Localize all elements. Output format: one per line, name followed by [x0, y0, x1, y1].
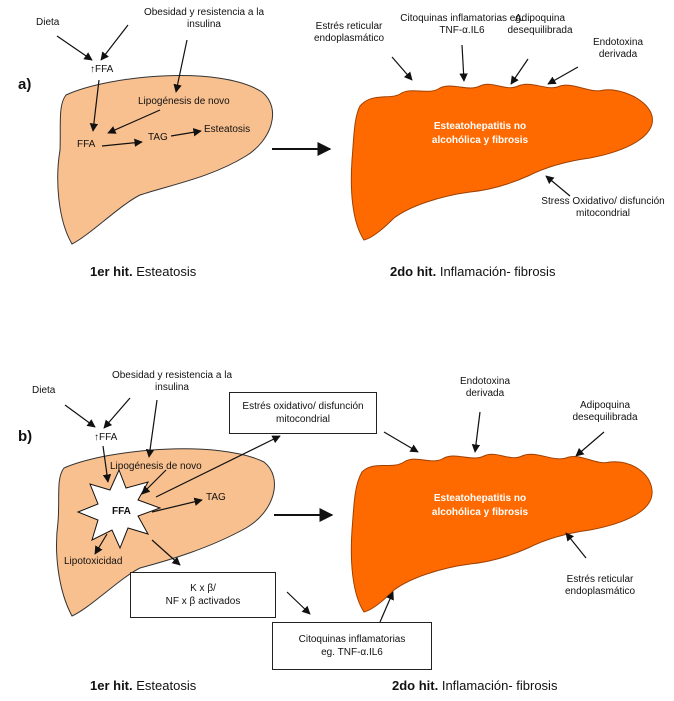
endotoxina-label-b: Endotoxina derivada	[459, 376, 511, 399]
lipotoxicidad-label-b: Lipotoxicidad	[64, 556, 123, 567]
arrow-estres-ox-to-liver-b	[383, 431, 419, 453]
citoquinas-l2-b: eg. TNF-α.IL6	[321, 647, 383, 658]
hit2-rest-b: Inflamación- fibrosis	[441, 678, 558, 693]
hit1-rest-b: Esteatosis	[136, 678, 197, 693]
nfxb-text-b: NF x β activados	[165, 596, 241, 607]
up-arrow-icon: ↑	[94, 432, 99, 443]
obesidad-label-a: Obesidad y resistencia a la insulina	[143, 7, 265, 30]
arrow-endotoxina-b	[471, 411, 481, 453]
arrow-endotoxina-a	[547, 66, 579, 85]
hit2-caption-a: 2do hit. Inflamación- fibrosis	[390, 264, 555, 279]
kxb-text-b: K x β/	[190, 583, 216, 594]
arrow-estres-reticular-a	[391, 56, 413, 81]
adipoquina-label-b: Adipoquina desequilibrada	[572, 400, 638, 423]
hit1-rest-a: Esteatosis	[136, 264, 197, 279]
lipogenesis-label-b: Lipogénesis de novo	[110, 461, 202, 472]
panel-a-letter: a)	[18, 76, 32, 93]
liver-shape-a	[57, 75, 273, 245]
arrow-citoquinas-a	[459, 44, 468, 82]
nash-label-b: Esteatohepatitis no alcohólica y fibrosi…	[431, 493, 529, 518]
arrow-stress-ox-a	[545, 175, 571, 197]
stress-ox-label-a: Stress Oxidativo/ disfunción mitocondria…	[541, 196, 665, 219]
estres-reticular-label-b: Estrés reticular endoplasmático	[564, 574, 636, 597]
hit2-bold-b: 2do hit.	[392, 678, 439, 693]
hit1-bold-a: 1er hit.	[90, 264, 133, 279]
arrow-burst-to-lipotoxicidad-b	[94, 533, 108, 555]
hit2-rest-a: Inflamación- fibrosis	[439, 264, 556, 279]
ffa-top-text-b: FFA	[99, 432, 118, 443]
arrow-lipogenesis-to-burst-b	[141, 469, 167, 495]
obesidad-label-b: Obesidad y resistencia a la insulina	[111, 370, 233, 393]
arrow-ffa-to-tag-a	[101, 138, 143, 147]
arrow-tag-to-esteatosis-a	[170, 128, 202, 137]
nash-label-a: Esteatohepatitis no alcohólica y fibrosi…	[431, 121, 529, 146]
arrow-adipoquina-b	[575, 431, 605, 457]
up-arrow-icon: ↑	[90, 64, 95, 75]
dieta-label-b: Dieta	[32, 385, 56, 396]
tag-label-a: TAG	[148, 132, 168, 143]
arrow-ffa-top-to-ffa-a	[89, 79, 100, 132]
arrow-estres-reticular-b	[565, 532, 587, 559]
arrow-adipoquina-a	[510, 58, 529, 85]
esteatosis-label-a: Esteatosis	[204, 124, 251, 135]
arrow-burst-to-tag-b	[151, 497, 203, 513]
arrow-dieta-to-ffa-b	[64, 404, 96, 428]
arrow-ffa-top-to-burst-b	[102, 445, 112, 483]
arrow-obesidad-to-ffa-a	[100, 24, 129, 61]
tag-label-b: TAG	[206, 492, 226, 503]
ffa-label-a: FFA	[77, 139, 96, 150]
ffa-burst-b	[76, 468, 162, 550]
ffa-top-label-a: ↑FFA	[90, 64, 113, 76]
arrow-burst-to-kxb-b	[151, 539, 181, 566]
arrow-kxb-to-citoquinas-b	[286, 591, 311, 615]
arrow-dieta-to-ffa-a	[56, 35, 93, 61]
kxb-box-b: K x β/ NF x β activados	[130, 572, 276, 618]
arrow-burst-to-estres-ox-b	[155, 435, 281, 498]
inflamed-liver-b	[350, 453, 653, 613]
hit1-caption-a: 1er hit. Esteatosis	[90, 264, 196, 279]
ffa-label-b: FFA	[112, 506, 131, 517]
estres-ox-text-b: Estrés oxidativo/ disfunción mitocondria…	[242, 401, 364, 425]
hit2-bold-a: 2do hit.	[390, 264, 437, 279]
estres-reticular-label-a: Estrés reticular endoplasmático	[313, 21, 385, 44]
arrow-obesidad-to-ffa-b	[103, 397, 131, 429]
inflamed-liver-a	[350, 83, 653, 241]
hit2-caption-b: 2do hit. Inflamación- fibrosis	[392, 678, 557, 693]
hit1-caption-b: 1er hit. Esteatosis	[90, 678, 196, 693]
estres-ox-box-b: Estrés oxidativo/ disfunción mitocondria…	[229, 392, 377, 434]
citoquinas-l1-b: Citoquinas inflamatorias	[298, 634, 406, 645]
arrow-citoquinas-to-liver-b	[379, 591, 394, 623]
adipoquina-label-a: Adipoquina desequilibrada	[507, 13, 573, 36]
hit1-bold-b: 1er hit.	[90, 678, 133, 693]
ffa-top-text-a: FFA	[95, 64, 114, 75]
endotoxina-label-a: Endotoxina derivada	[592, 37, 644, 60]
dieta-label-a: Dieta	[36, 17, 60, 28]
arrow-obesidad-to-lipogenesis-b	[145, 399, 158, 458]
arrow-lipogenesis-to-ffa-a	[107, 109, 161, 134]
ffa-top-label-b: ↑FFA	[94, 432, 117, 444]
panel-b-letter: b)	[18, 428, 33, 445]
citoquinas-label-a: Citoquinas inflamatorias eg. TNF-α.IL6	[400, 13, 524, 36]
arrow-obesidad-to-lipogenesis-a	[173, 39, 188, 93]
citoquinas-box-b: Citoquinas inflamatorias eg. TNF-α.IL6	[272, 622, 432, 670]
lipogenesis-label-a: Lipogénesis de novo	[138, 96, 230, 107]
